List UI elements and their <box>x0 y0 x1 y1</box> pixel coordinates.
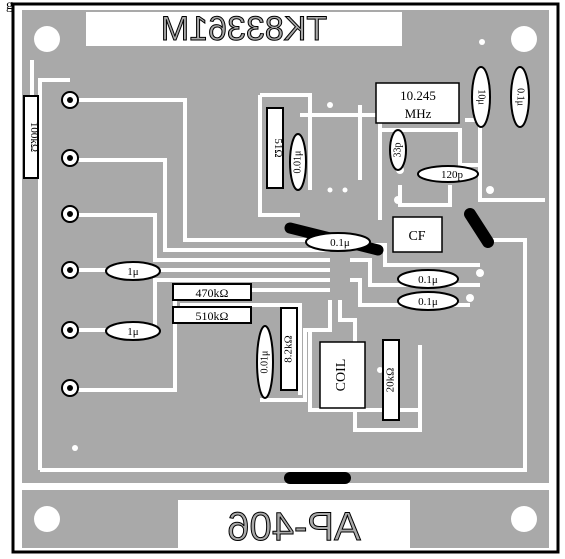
capacitor-001-top: 0.01μ <box>289 133 307 191</box>
mounting-holes <box>34 26 537 532</box>
ceramic-filter: CF <box>392 216 443 253</box>
crystal-freq: 10.245 <box>400 88 436 103</box>
label-01u-center: 0.1μ <box>330 237 350 249</box>
title-plate: TK83361M <box>86 10 402 49</box>
resistor-20k: 20kΩ <box>382 339 400 421</box>
mount-hole-tr <box>511 26 537 52</box>
capacitor-01u-center: 0.1μ <box>305 232 371 252</box>
capacitor-01u-b: 0.1μ <box>397 269 459 289</box>
capacitor-01u-c: 0.1μ <box>397 291 459 311</box>
board-code: AP-406 <box>227 505 360 549</box>
capacitor-33p: 33p <box>389 129 407 171</box>
resistor-51: 51Ω <box>266 107 284 189</box>
label-100k: 100kΩ <box>28 122 40 152</box>
resistor-82k: 8.2kΩ <box>280 307 298 391</box>
capacitor-001-low: 0.01μ <box>256 325 274 399</box>
code-plate: AP-406 <box>178 500 410 550</box>
label-510k: 510kΩ <box>196 309 229 323</box>
crystal-unit: MHz <box>405 106 432 121</box>
capacitor-120p: 120p <box>417 165 479 183</box>
label-01u-c: 0.1μ <box>418 296 438 308</box>
label-1u-a: 1μ <box>127 266 139 278</box>
isolation-traces <box>30 60 545 472</box>
left-pads <box>61 91 79 397</box>
resistor-470k: 470kΩ <box>172 283 252 301</box>
label-cf: CF <box>408 229 425 244</box>
label-1u-b: 1μ <box>127 326 139 338</box>
label-10u: 10μ <box>476 89 487 104</box>
mount-hole-bl <box>34 506 60 532</box>
label-001-low: 0.01μ <box>259 351 270 374</box>
label-01u-b: 0.1μ <box>418 274 438 286</box>
crystal: 10.245 MHz <box>375 82 460 124</box>
resistor-510k: 510kΩ <box>172 306 252 324</box>
label-01u-right: 0.1μ <box>515 88 526 106</box>
capacitor-1u-b: 1μ <box>105 321 161 341</box>
board-title: TK83361M <box>161 10 327 48</box>
coil: COIL <box>319 341 366 409</box>
capacitor-1u-a: 1μ <box>105 261 161 281</box>
capacitor-10u: 10μ <box>471 66 491 128</box>
label-470k: 470kΩ <box>196 286 229 300</box>
label-33p: 33p <box>392 143 403 158</box>
label-51: 51Ω <box>272 138 284 157</box>
label-001-top: 0.01μ <box>292 151 303 174</box>
label-82k: 8.2kΩ <box>283 335 295 362</box>
label-20k: 20kΩ <box>385 368 397 393</box>
capacitor-01u-right: 0.1μ <box>510 66 530 128</box>
mount-hole-br <box>511 506 537 532</box>
mount-hole-tl <box>34 26 60 52</box>
copper-plane <box>22 10 549 548</box>
resistor-100k: 100kΩ <box>23 95 40 179</box>
label-coil: COIL <box>334 359 349 392</box>
label-120p: 120p <box>441 169 464 181</box>
